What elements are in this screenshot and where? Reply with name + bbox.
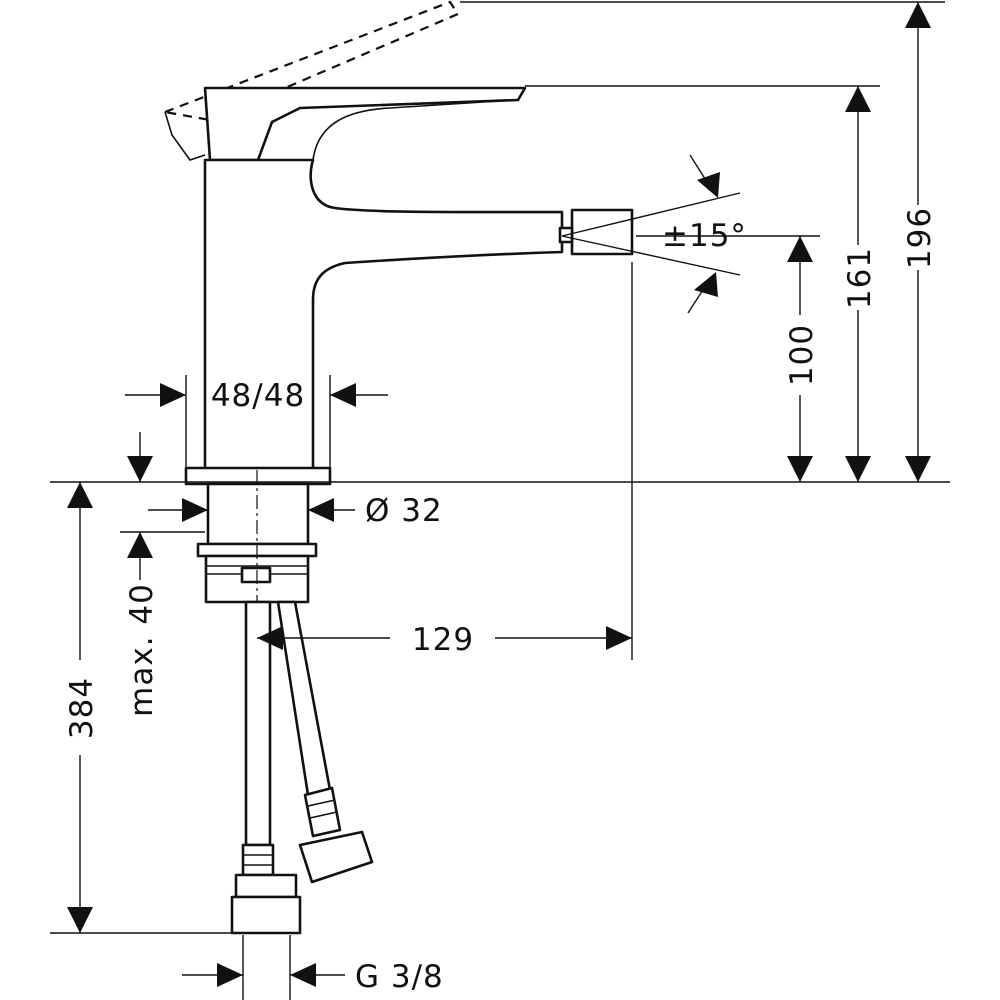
lever-handle [203, 86, 527, 162]
arrow-384-top [67, 482, 93, 508]
arrow-angle-upper [697, 172, 720, 198]
arrow-196-bottom [905, 456, 931, 482]
dimension-marks [67, 2, 931, 987]
hose-angled [276, 600, 332, 797]
arrow-32-left [182, 498, 208, 522]
spray-cone-upper [561, 192, 741, 237]
spout-underside-curve [312, 99, 516, 161]
arrow-196-top [905, 2, 931, 28]
hose-straight-nut [234, 873, 298, 899]
hose-angled-fitting [298, 830, 374, 884]
hose-straight-ferrule [241, 843, 275, 877]
arrow-48-right [330, 383, 356, 407]
shank-screw [240, 566, 272, 584]
arrow-thread-left [217, 963, 243, 987]
ferrule-ring [309, 811, 338, 819]
arrow-129-left [257, 626, 283, 650]
arrow-48-left [160, 383, 186, 407]
arrow-384-bottom [67, 907, 93, 933]
label-hose-length: 384 [64, 677, 100, 739]
arrow-32-right [308, 498, 334, 522]
label-max-deck-thickness: max. 40 [124, 583, 160, 717]
label-connection-thread: G 3/8 [355, 959, 444, 995]
label-spray-angle: ±15° [662, 218, 747, 254]
hose-angled-ferrule [303, 786, 342, 838]
spray-cone-lower [561, 235, 741, 276]
arrow-40-bottom [127, 532, 153, 558]
arrow-thread-right [290, 963, 316, 987]
label-spout-height: 100 [784, 324, 820, 386]
hose-straight-fitting [230, 895, 302, 935]
arrow-161-top [845, 86, 871, 112]
handle-raised-tip [164, 111, 206, 161]
ferrule-ring [307, 799, 336, 807]
label-body-size: 48/48 [211, 378, 305, 414]
faucet-body [203, 158, 564, 472]
arrow-40-top [127, 456, 153, 482]
arrow-100-top [787, 236, 813, 262]
faucet-body-group [160, 0, 634, 660]
label-spout-top-height: 161 [842, 247, 878, 309]
supply-hoses-group [230, 600, 374, 935]
dimension-labels: ±15° 196 161 100 48/48 Ø 32 129 max. 40 … [64, 207, 938, 995]
arrow-129-right [606, 626, 632, 650]
label-total-height: 196 [902, 207, 938, 269]
threaded-shank [206, 482, 310, 546]
arrow-angle-lower [694, 272, 718, 297]
arrow-100-bottom [787, 456, 813, 482]
arrow-161-bottom [845, 456, 871, 482]
label-spout-reach: 129 [412, 622, 474, 658]
label-shank-diameter: Ø 32 [365, 493, 443, 529]
